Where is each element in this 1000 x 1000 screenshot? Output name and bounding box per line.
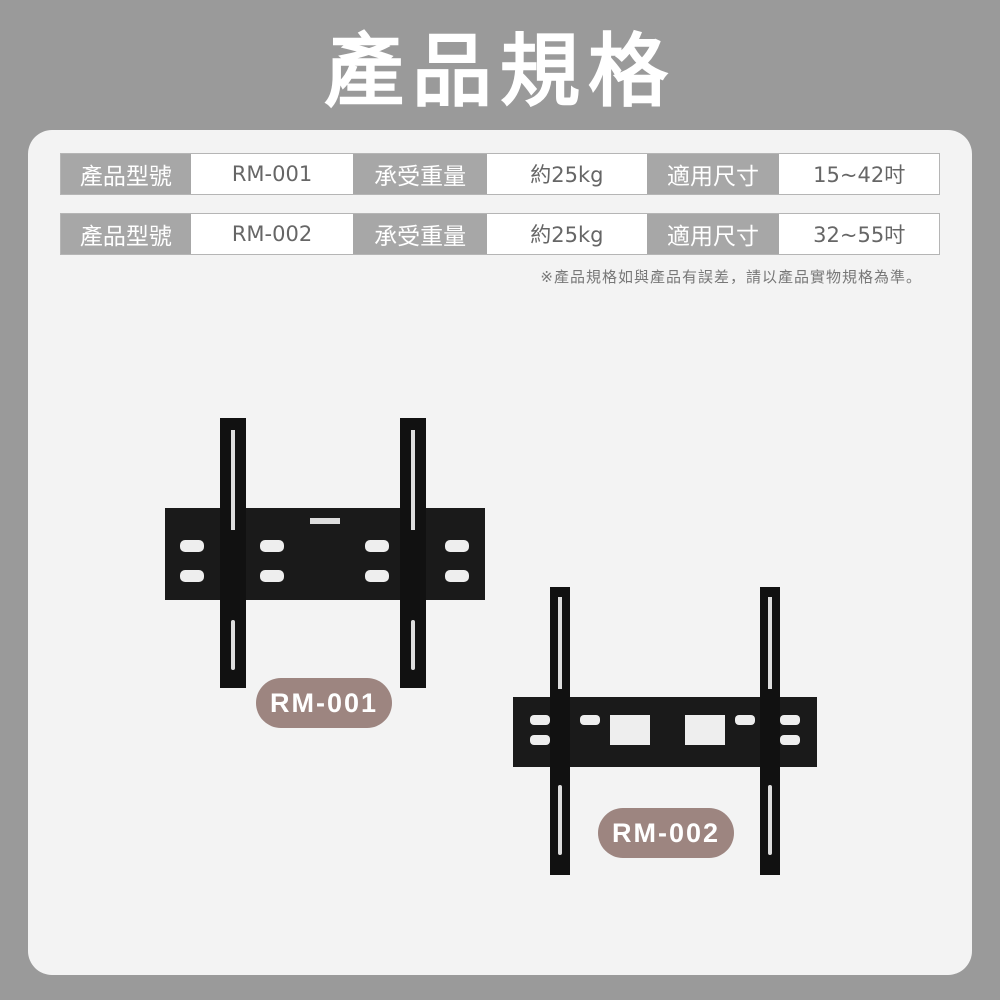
model-label: 產品型號: [61, 154, 191, 194]
load-value: 約25kg: [487, 154, 647, 194]
page-title: 產品規格: [324, 25, 676, 118]
load-label: 承受重量: [353, 214, 488, 254]
load-value: 約25kg: [487, 214, 647, 254]
model-label: 產品型號: [61, 214, 191, 254]
size-value: 32~55吋: [779, 214, 940, 254]
model-value: RM-002: [190, 214, 354, 254]
spec-row-rm002: 產品型號 RM-002 承受重量 約25kg 適用尺寸 32~55吋: [60, 213, 940, 255]
size-value: 15~42吋: [779, 154, 940, 194]
rm002-badge: RM-002: [598, 808, 734, 858]
spec-note: ※產品規格如與產品有誤差，請以產品實物規格為準。: [540, 268, 922, 286]
rm002-bracket-image: [513, 587, 817, 875]
load-label: 承受重量: [353, 154, 488, 194]
size-label: 適用尺寸: [646, 154, 780, 194]
rm001-bracket-image: [165, 418, 485, 688]
size-label: 適用尺寸: [646, 214, 780, 254]
spec-row-rm001: 產品型號 RM-001 承受重量 約25kg 適用尺寸 15~42吋: [60, 153, 940, 195]
model-value: RM-001: [190, 154, 354, 194]
rm001-badge: RM-001: [256, 678, 392, 728]
